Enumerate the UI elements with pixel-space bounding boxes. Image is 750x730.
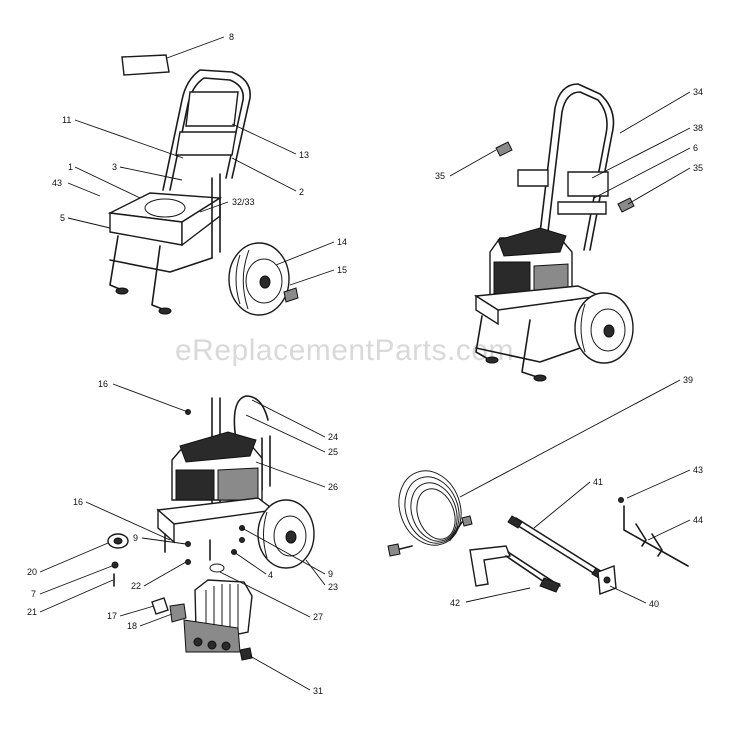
callout-24: 24 [328,432,338,442]
callout-18: 18 [127,621,137,631]
callout-26: 26 [328,482,338,492]
frame-assembly [107,54,299,316]
callout-7: 7 [31,589,36,599]
callout-9-right: 9 [328,569,333,579]
callout-3: 3 [112,162,117,172]
callout-35-left: 35 [435,171,445,181]
callout-44: 44 [693,515,703,525]
callout-15: 15 [337,265,347,275]
callout-16-mid: 16 [73,497,83,507]
callout-21: 21 [27,607,37,617]
callout-6: 6 [693,143,698,153]
callout-27: 27 [313,612,323,622]
callout-31: 31 [313,686,323,696]
accessories [387,470,689,595]
callout-38: 38 [693,123,703,133]
callout-25: 25 [328,447,338,457]
callout-labels: 8 11 13 3 1 43 2 32/33 5 14 15 34 38 6 3… [27,32,703,696]
callout-1: 1 [68,162,73,172]
callout-39: 39 [683,375,693,385]
callout-34: 34 [693,87,703,97]
leader-lines [39,36,691,691]
callout-13: 13 [299,150,309,160]
callout-9-left: 9 [133,533,138,543]
callout-5: 5 [60,213,65,223]
callout-23: 23 [328,582,338,592]
callout-17: 17 [107,611,117,621]
callout-11: 11 [62,115,71,125]
callout-16-top: 16 [98,379,108,389]
callout-42: 42 [450,598,460,608]
callout-40: 40 [649,599,659,609]
callout-22: 22 [131,581,141,591]
callout-8: 8 [229,32,234,42]
callout-4: 4 [268,570,273,580]
callout-43-right: 43 [693,465,703,475]
callout-43: 43 [52,178,62,188]
callout-2: 2 [299,187,304,197]
watermark: eReplacementParts.com [175,334,514,367]
callout-35-right: 35 [693,163,703,173]
callout-32-33: 32/33 [232,197,255,207]
assembled-unit [473,83,635,382]
callout-41: 41 [593,477,603,487]
callout-14: 14 [337,237,347,247]
callout-20: 20 [27,567,37,577]
engine-pump-assembly [107,395,315,661]
